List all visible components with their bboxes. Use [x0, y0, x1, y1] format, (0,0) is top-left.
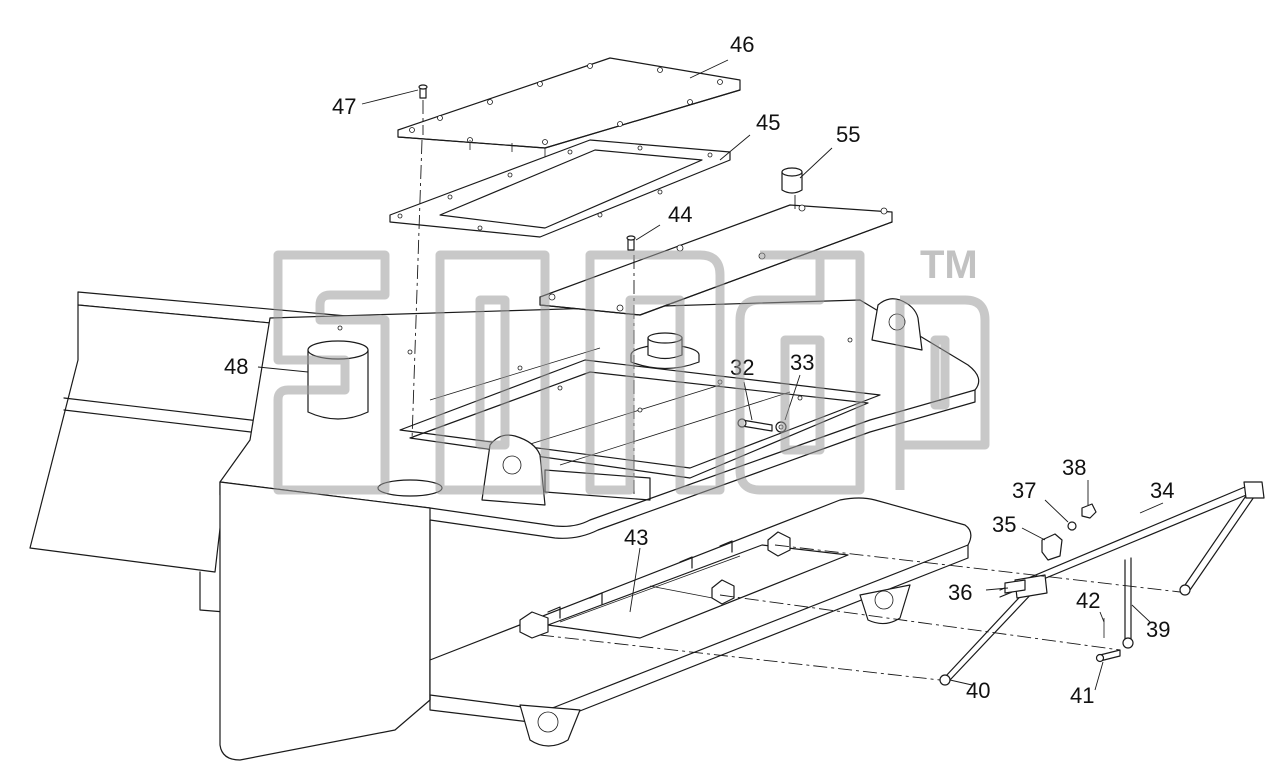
callout-42: 42: [1076, 588, 1100, 613]
lower-compartment: [219, 481, 431, 761]
leader-lines: [257, 59, 1164, 691]
callout-46: 46: [730, 32, 754, 57]
washer-37: [1067, 521, 1077, 531]
lower-step-platform: [429, 497, 972, 747]
watermark-trademark: TM: [920, 243, 978, 287]
gasket-frame-45: [389, 139, 731, 238]
cap-55: [781, 167, 803, 194]
callout-35: 35: [992, 512, 1016, 537]
callout-34: 34: [1150, 478, 1174, 503]
callout-33: 33: [790, 350, 814, 375]
callout-48: 48: [224, 354, 248, 379]
handrail-assembly: [939, 481, 1265, 686]
clamp-35: [1041, 533, 1063, 561]
callout-39: 39: [1146, 617, 1170, 642]
bolt-47: [418, 84, 428, 99]
cover-plate-46: [397, 57, 741, 157]
callout-55: 55: [836, 122, 860, 147]
callout-47: 47: [332, 94, 356, 119]
callout-37: 37: [1012, 478, 1036, 503]
callout-labels: 46 47 45 55 44 48 32 33 38 34 37 35 43 3…: [224, 32, 1174, 708]
callout-43: 43: [624, 525, 648, 550]
bracket-36: [1004, 579, 1026, 594]
nut-38: [1081, 503, 1097, 519]
bolt-44: [626, 235, 636, 251]
watermark-logo: TM: [273, 243, 990, 495]
callout-38: 38: [1062, 455, 1086, 480]
callout-44: 44: [668, 202, 692, 227]
cylinder-48: [307, 340, 443, 497]
callout-41: 41: [1070, 683, 1094, 708]
callout-36: 36: [948, 580, 972, 605]
callout-45: 45: [756, 110, 780, 135]
callout-40: 40: [966, 678, 990, 703]
